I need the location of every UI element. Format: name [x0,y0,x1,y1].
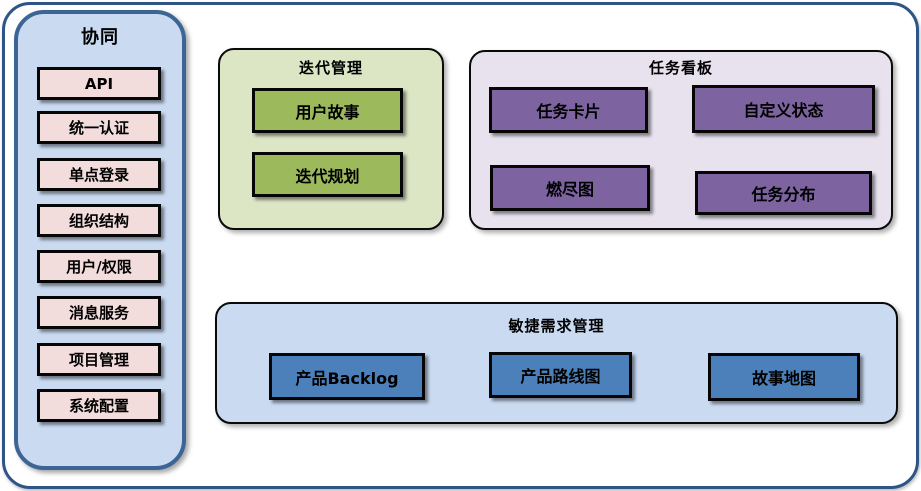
node-task-distribution: 任务分布 [695,171,872,215]
node-task-card: 任务卡片 [489,87,648,133]
sidebar-item-sso: 单点登录 [37,158,161,191]
group-kanban-title: 任务看板 [648,59,713,77]
group-requirements-title: 敏捷需求管理 [508,317,605,335]
sidebar-item-api: API [37,67,161,100]
node-burndown-chart: 燃尽图 [490,165,650,211]
group-iteration-title: 迭代管理 [298,59,363,77]
collaboration-panel-title: 协同 [81,27,119,48]
sidebar-item-system-config: 系统配置 [37,389,161,422]
node-custom-status: 自定义状态 [692,85,875,133]
collaboration-panel: 协同 API 统一认证 单点登录 组织结构 用户/权限 消息服务 项目管理 系统… [14,10,186,470]
group-agile-requirements: 敏捷需求管理 产品Backlog 产品路线图 故事地图 [215,302,898,424]
group-iteration-management: 迭代管理 用户故事 迭代规划 [218,48,444,230]
group-task-kanban: 任务看板 任务卡片 自定义状态 燃尽图 任务分布 [469,50,893,230]
sidebar-item-org-structure: 组织结构 [37,204,161,237]
sidebar-item-unified-auth: 统一认证 [37,111,161,144]
node-story-map: 故事地图 [708,353,860,401]
sidebar-item-message-service: 消息服务 [37,296,161,329]
node-iteration-planning: 迭代规划 [252,152,403,197]
node-user-story: 用户故事 [252,88,403,133]
sidebar-item-user-permissions: 用户/权限 [37,250,161,283]
node-product-backlog: 产品Backlog [269,353,425,400]
node-product-roadmap: 产品路线图 [489,352,632,398]
sidebar-item-project-management: 项目管理 [37,343,161,376]
